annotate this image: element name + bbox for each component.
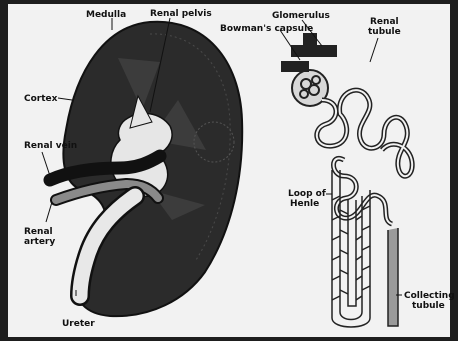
label-collecting-tubule-line1: Collecting [404,291,455,301]
label-renal-pelvis: Renal pelvis [150,9,212,19]
label-renal-vein: Renal vein [24,141,77,151]
label-cortex: Cortex [24,94,58,104]
label-loop-of-henle-line2: Henle [290,199,319,209]
collecting-tubule [388,228,398,326]
label-ureter: Ureter [62,319,95,329]
label-medulla: Medulla [86,10,126,20]
label-glomerulus: Glomerulus [272,11,330,21]
label-bowmans-capsule: Bowman's capsule [220,24,313,34]
label-collecting-tubule-line2: tubule [412,301,445,311]
label-renal-artery-line2: artery [24,237,55,247]
label-renal-tubule-line2: tubule [368,27,401,37]
label-renal-tubule-line1: Renal [370,17,399,27]
label-renal-artery-line1: Renal [24,227,53,237]
label-loop-of-henle-line1: Loop of [288,189,326,199]
